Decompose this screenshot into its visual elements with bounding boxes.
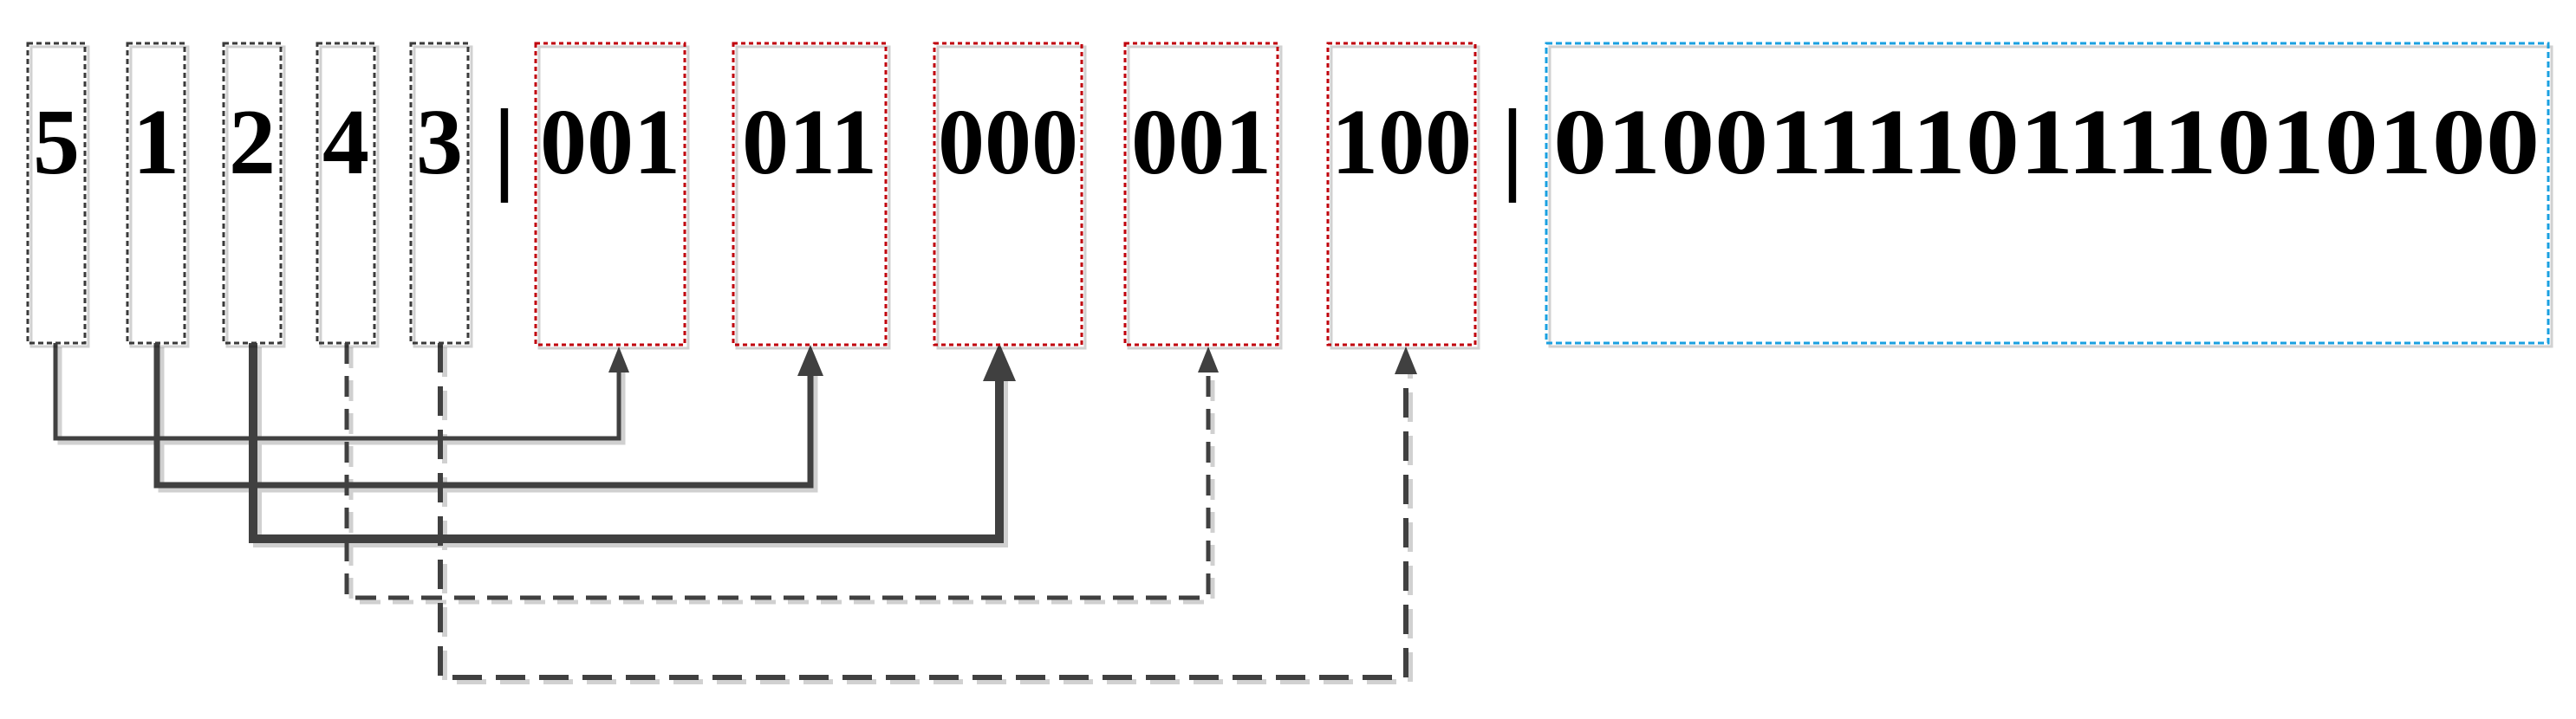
bitstring-box-group [1545, 42, 2553, 348]
digit-box-4 [315, 42, 376, 345]
order-digit-boxes [26, 42, 473, 348]
arrowhead-code-2 [797, 345, 823, 376]
order-digit-3: 2 [229, 91, 276, 194]
code-3: 000 [938, 91, 1078, 194]
order-digit-1: 5 [33, 91, 80, 194]
bitstring-box [1545, 42, 2550, 345]
arrowhead-code-5 [1395, 347, 1417, 374]
digit-box-5 [409, 42, 470, 345]
code-4: 001 [1131, 91, 1272, 194]
order-digits: 5 1 2 4 3 [33, 91, 463, 194]
order-digit-2: 1 [133, 91, 179, 194]
code-box-2 [732, 42, 888, 347]
arrowhead-code-3 [983, 343, 1016, 381]
code-5: 100 [1331, 91, 1472, 194]
digit-box-2 [126, 42, 186, 345]
separator-2: | [1501, 87, 1524, 203]
code-boxes [534, 42, 1480, 350]
code-values: 001 011 000 001 100 [540, 91, 1472, 194]
code-box-3 [933, 42, 1083, 347]
connector-2-to-code-3 [249, 343, 1004, 543]
connector-lines [53, 343, 1417, 684]
separator-1: | [493, 87, 516, 203]
order-digit-5: 3 [416, 91, 463, 194]
connector-4-to-code-4 [344, 343, 1211, 600]
arrowhead-code-4 [1198, 347, 1219, 372]
connector-5-to-code-1 [53, 343, 621, 441]
connector-1-to-code-2 [153, 343, 814, 489]
arrowhead-code-1 [608, 347, 629, 372]
code-2: 011 [742, 91, 877, 194]
code-box-4 [1123, 42, 1279, 347]
code-1: 001 [540, 91, 680, 194]
code-box-5 [1326, 42, 1477, 347]
order-digit-4: 4 [322, 91, 369, 194]
bitstring-value: 0100111101111010100 [1553, 91, 2540, 194]
digit-box-1 [26, 42, 87, 345]
digit-box-3 [222, 42, 283, 345]
code-box-1 [534, 42, 686, 347]
connector-3-to-code-5 [438, 343, 1408, 680]
